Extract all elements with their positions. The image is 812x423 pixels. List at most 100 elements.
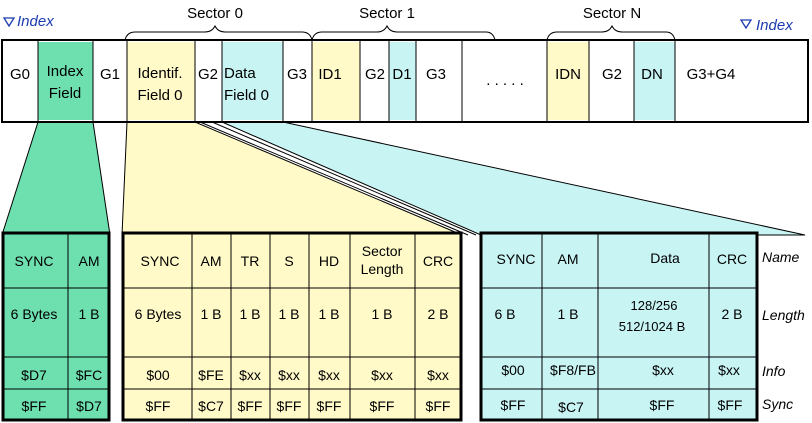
data-header-sync: SYNC [497, 251, 536, 267]
index-sync-am: $D7 [76, 398, 102, 414]
data-length-data-2: 512/1024 B [619, 319, 686, 334]
index-label: Index [756, 17, 793, 34]
id-sync-crc: $FF [426, 398, 451, 414]
index-field-table: SYNC AM 6 Bytes 1 B $D7 $FC $FF $D7 [1, 231, 111, 422]
id-header-crc: CRC [423, 253, 453, 269]
track-g2-label: G2 [198, 66, 218, 83]
id1-cell [312, 42, 360, 120]
id-info-hd: $xx [318, 367, 340, 383]
id-sync-hd: $FF [317, 398, 342, 414]
index-info-sync: $D7 [21, 367, 47, 383]
index-field-cell [38, 42, 93, 120]
data-info-crc: $xx [718, 362, 740, 378]
index-header-sync: SYNC [15, 253, 54, 269]
id-sync-am: $C7 [198, 398, 224, 414]
id-length-sector-length: 1 B [371, 306, 392, 322]
id-header-s: S [284, 253, 293, 269]
track-g0-label: G0 [10, 66, 30, 83]
data-header-crc: CRC [717, 251, 747, 267]
track-id-field-0-label-1: Identif. [137, 65, 182, 82]
id-header-tr: TR [241, 253, 260, 269]
track-id1-label: ID1 [318, 66, 341, 83]
idn-cell [547, 42, 589, 120]
id-info-sync: $00 [146, 367, 170, 383]
id-length-sync: 6 Bytes [135, 306, 182, 322]
row-label-info: Info [762, 363, 786, 379]
track-g1-label: G1 [100, 66, 120, 83]
id-info-am: $FE [198, 367, 224, 383]
id-length-s: 1 B [278, 306, 299, 322]
id-header-am: AM [201, 253, 222, 269]
track-g3-label: G3 [287, 66, 307, 83]
id-length-crc: 2 B [427, 306, 448, 322]
data-length-sync: 6 B [494, 306, 515, 322]
track-g3g4-label: G3+G4 [687, 66, 736, 83]
data-sync-sync: $FF [501, 397, 526, 413]
data-info-data: $xx [652, 362, 674, 378]
track-dn-label: DN [641, 66, 663, 83]
sector-0-brace [124, 24, 313, 41]
index-info-am: $FC [76, 367, 102, 383]
sector-n-brace [546, 24, 676, 41]
data-field-0-cell [222, 42, 283, 120]
data-info-sync: $00 [501, 362, 525, 378]
data-sync-am: $C7 [558, 399, 584, 415]
track-g2-label: G2 [365, 66, 385, 83]
track-ellipsis: . . . . . [486, 72, 524, 89]
id-info-s: $xx [278, 367, 300, 383]
id-header-hd: HD [319, 253, 339, 269]
id-header-sector-length-2: Length [361, 261, 404, 277]
id-length-tr: 1 B [239, 306, 260, 322]
data-length-data-1: 128/256 [631, 298, 678, 313]
track-data-field-0-label-1: Data [224, 65, 256, 82]
id-info-crc: $xx [427, 367, 449, 383]
id-sync-tr: $FF [238, 398, 263, 414]
id-sync-sync: $FF [146, 398, 171, 414]
data-length-am: 1 B [557, 306, 578, 322]
row-label-sync: Sync [762, 396, 793, 412]
sector-n-label: Sector N [583, 5, 641, 22]
sector-1-brace [311, 24, 496, 41]
sector-1-label: Sector 1 [359, 5, 415, 22]
id-header-sync: SYNC [141, 253, 180, 269]
data-header-am: AM [558, 251, 579, 267]
d1-cell [389, 42, 416, 120]
index-field-expansion [1, 121, 111, 236]
fan-edge-line [199, 121, 469, 236]
row-label-length: Length [762, 307, 805, 323]
track-idn-label: IDN [555, 66, 581, 83]
index-header-am: AM [79, 253, 100, 269]
id-field-0-cell [127, 42, 195, 120]
track-border [1, 39, 809, 123]
id-info-tr: $xx [239, 367, 261, 383]
track-dividers [37, 41, 676, 121]
data-header-data: Data [650, 250, 680, 266]
track-d1-label: D1 [392, 66, 411, 83]
track-id-field-0-label-2: Field 0 [137, 87, 182, 104]
data-info-am: $F8/FB [550, 362, 596, 378]
id-length-hd: 1 B [318, 306, 339, 322]
sector-0-label: Sector 0 [187, 5, 243, 22]
index-triangle-icon [739, 19, 753, 30]
data-sync-crc: $FF [718, 397, 743, 413]
index-label: Index [17, 13, 54, 30]
id-header-sector-length-1: Sector [362, 243, 403, 259]
data-sync-data: $FF [650, 397, 675, 413]
track-index-field-label-1: Index [47, 63, 84, 80]
id-length-am: 1 B [200, 306, 221, 322]
index-triangle-icon [2, 17, 16, 28]
track-bar: G0 Index Field G1 Identif. Field 0 G2 Da… [1, 39, 809, 123]
index-marker-left: Index [2, 13, 54, 30]
track-index-field-label-2: Field [49, 85, 82, 102]
index-length-am: 1 B [78, 306, 99, 322]
track-g2-label: G2 [602, 66, 622, 83]
data-field-table: SYNC AM Data CRC 6 B 1 B 128/256 512/102… [479, 231, 759, 422]
fan-edge-line [211, 121, 477, 236]
dn-cell [634, 42, 675, 120]
data-length-crc: 2 B [721, 306, 742, 322]
index-marker-right: Index [739, 17, 793, 34]
index-length-sync: 6 Bytes [11, 306, 58, 322]
id-field-table: SYNC AM TR S HD Sector Length CRC 6 Byte… [121, 231, 463, 422]
id-sync-sector-length: $FF [370, 398, 395, 414]
